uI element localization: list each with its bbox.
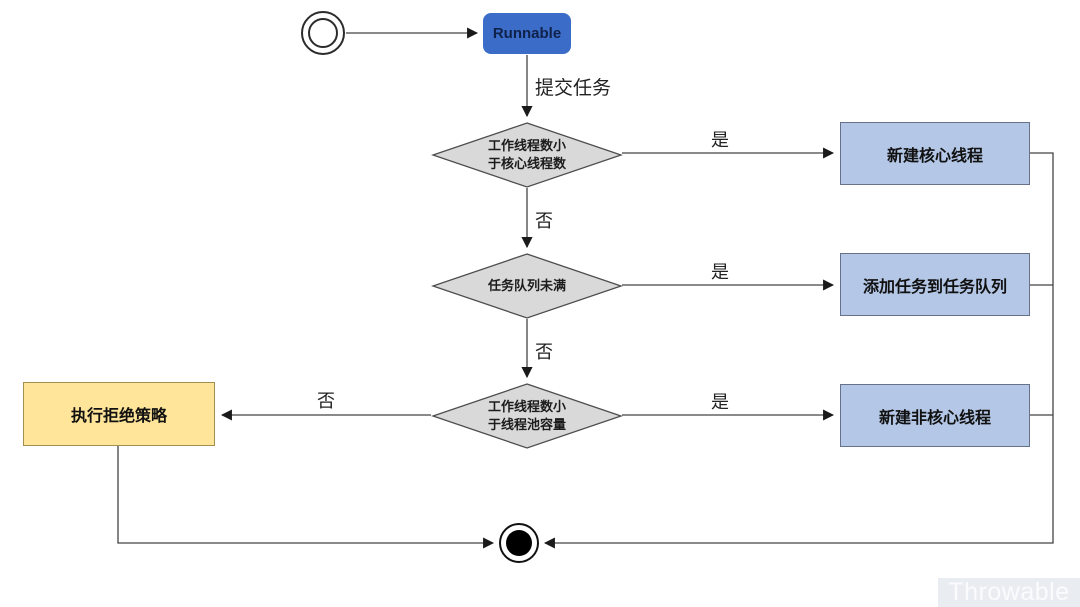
end-state-circle [499,523,539,563]
decision1-line2: 于核心线程数 [487,156,566,171]
edge-action1-to-end [543,152,1054,549]
action3-label: 新建非核心线程 [878,409,991,427]
reject-policy-node: 执行拒绝策略 [23,382,215,446]
edge-label-yes-1: 是 [711,130,729,150]
decision1-line1: 工作线程数小 [487,137,566,153]
action-new-core-thread: 新建核心线程 [840,122,1030,185]
diamond-shape [431,383,623,449]
start-state-inner-ring [308,18,338,48]
edge-label-no-2: 否 [535,342,553,362]
reject-label: 执行拒绝策略 [70,408,167,425]
decision-pool-capacity: 工作线程数小 于线程池容量 [431,383,623,449]
action-add-task-to-queue: 添加任务到任务队列 [840,253,1030,316]
diamond-shape [431,122,623,188]
decision3-line2: 于线程池容量 [487,417,566,432]
edge-label-no-3: 否 [317,391,335,411]
decision2-text: 任务队列未满 [488,277,566,295]
runnable-node: Runnable [483,13,571,54]
edge-reject-to-end [117,446,495,549]
edge-label-no-1: 否 [535,211,553,231]
action2-label: 添加任务到任务队列 [862,278,1007,296]
runnable-label: Runnable [492,25,562,42]
edge-label-yes-3: 是 [711,392,729,412]
decision1-text: 工作线程数小 于核心线程数 [488,137,566,173]
diamond-shape [431,253,623,319]
start-state-circle [301,11,345,55]
decision3-text: 工作线程数小 于线程池容量 [488,398,566,434]
end-state-filled-dot [506,530,532,556]
edge-label-yes-2: 是 [711,262,729,282]
decision2-line1: 任务队列未满 [487,277,566,293]
watermark: Throwable [938,578,1080,607]
decision-core-thread-count: 工作线程数小 于核心线程数 [431,122,623,188]
decision-queue-not-full: 任务队列未满 [431,253,623,319]
edge-label-submit-task: 提交任务 [535,78,612,99]
decision3-line1: 工作线程数小 [487,398,566,414]
action1-label: 新建核心线程 [886,147,983,165]
action-new-noncore-thread: 新建非核心线程 [840,384,1030,447]
